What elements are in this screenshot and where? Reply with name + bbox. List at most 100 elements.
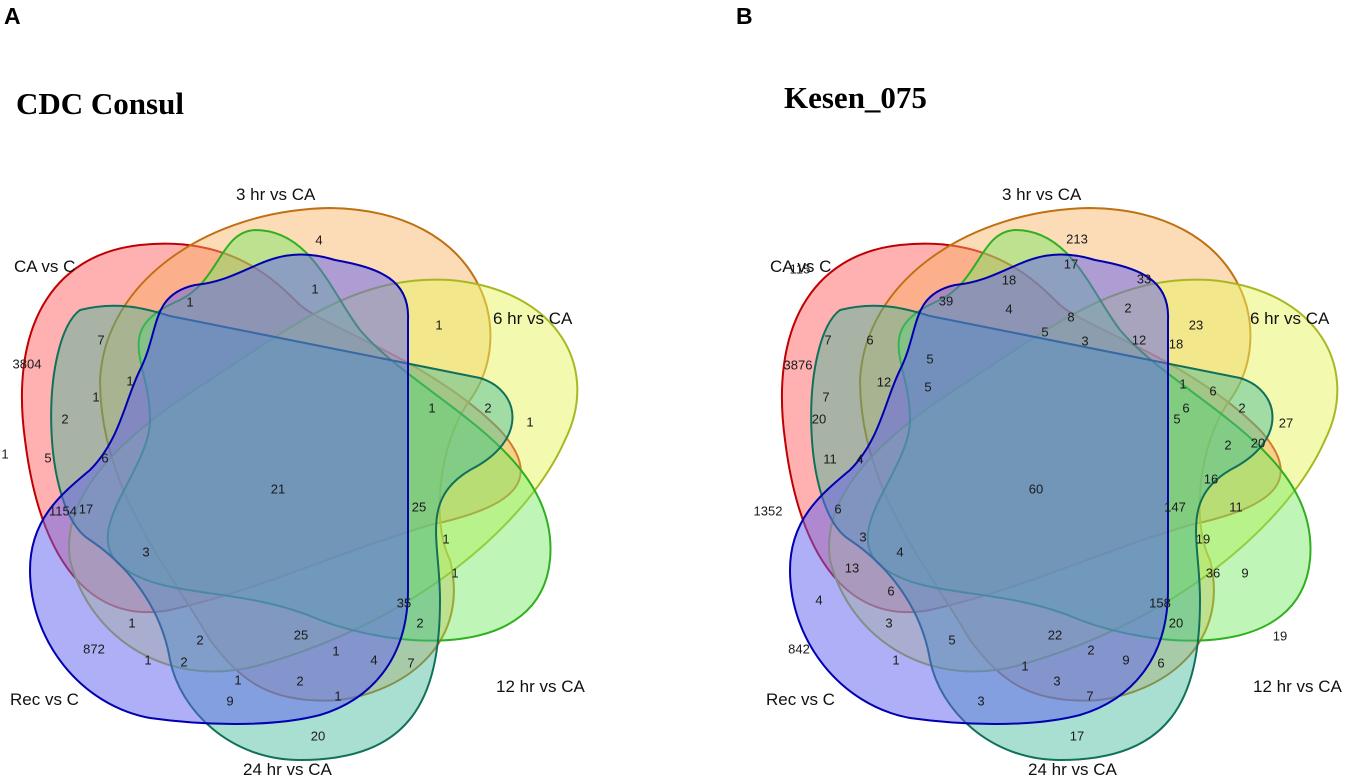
- region-count-a: 5: [44, 450, 51, 465]
- set-label-3hr-b: 3 hr vs CA: [1002, 185, 1082, 204]
- region-count-b: 2: [1224, 437, 1231, 452]
- region-count-a: 2: [61, 411, 68, 426]
- region-count-b: 23: [1189, 317, 1203, 332]
- set-label-24hr-b: 24 hr vs CA: [1028, 760, 1117, 779]
- region-count-a: 35: [397, 595, 411, 610]
- region-count-b: 22: [1048, 627, 1062, 642]
- region-count-b: 6: [866, 332, 873, 347]
- region-count-a: 1: [334, 688, 341, 703]
- region-count-b: 5: [1041, 324, 1048, 339]
- region-count-b: 4: [815, 592, 822, 607]
- set-label-24hr-a: 24 hr vs CA: [243, 760, 332, 779]
- region-count-a: 1: [186, 294, 193, 309]
- region-count-b: 5: [926, 351, 933, 366]
- region-count-a: 1: [92, 389, 99, 404]
- region-count-b: 115: [790, 261, 811, 276]
- region-count-b: 6: [887, 583, 894, 598]
- set-label-3hr-a: 3 hr vs CA: [236, 185, 316, 204]
- region-count-b: 27: [1279, 415, 1293, 430]
- region-count-b: 3: [1081, 333, 1088, 348]
- region-count-a: 17: [79, 501, 93, 516]
- region-count-b: 11: [1229, 499, 1243, 514]
- region-count-b: 19: [1273, 628, 1287, 643]
- set-label-ca-vs-c-b: CA vs C: [770, 257, 831, 276]
- panel-letter-b: B: [736, 3, 753, 29]
- region-count-b: 5: [924, 379, 931, 394]
- region-count-a: 21: [271, 481, 285, 496]
- region-count-a: 9: [226, 693, 233, 708]
- region-count-a: 2: [180, 654, 187, 669]
- set-label-6hr-b: 6 hr vs CA: [1250, 309, 1330, 328]
- region-count-b: 17: [1070, 728, 1084, 743]
- region-count-a: 2: [296, 673, 303, 688]
- region-count-b: 2: [1087, 642, 1094, 657]
- region-count-a: 7: [97, 332, 104, 347]
- region-count-b: 3: [1053, 673, 1060, 688]
- region-count-b: 6: [1209, 383, 1216, 398]
- region-count-a: 1: [234, 672, 241, 687]
- region-count-b: 18: [1002, 272, 1016, 287]
- region-count-b: 12: [877, 374, 891, 389]
- region-count-a: 1: [526, 414, 533, 429]
- region-count-a: 1: [126, 373, 133, 388]
- region-count-b: 158: [1149, 595, 1171, 610]
- region-count-b: 1352: [754, 503, 783, 518]
- region-count-a: 7: [407, 655, 414, 670]
- region-count-b: 4: [856, 451, 863, 466]
- region-count-a: 1: [311, 281, 318, 296]
- region-count-a: 3804: [13, 356, 42, 371]
- region-count-b: 33: [1137, 271, 1151, 286]
- region-count-a: 2: [416, 615, 423, 630]
- region-count-b: 2: [1124, 300, 1131, 315]
- region-count-a: 1: [442, 531, 449, 546]
- region-count-a: 4: [315, 232, 322, 247]
- region-count-b: 7: [824, 332, 831, 347]
- set-label-rec-a: Rec vs C: [10, 690, 79, 709]
- region-count-b: 13: [845, 560, 859, 575]
- region-count-a: 1: [332, 643, 339, 658]
- region-count-b: 5: [1173, 411, 1180, 426]
- region-count-b: 9: [1122, 652, 1129, 667]
- region-count-b: 842: [788, 641, 810, 656]
- set-label-rec-b: Rec vs C: [766, 690, 835, 709]
- region-count-a: 25: [294, 627, 308, 642]
- region-count-a: 6: [101, 450, 108, 465]
- set-label-ca-vs-c-a: CA vs C: [14, 257, 75, 276]
- region-count-b: 16: [1204, 471, 1218, 486]
- region-count-b: 36: [1206, 565, 1220, 580]
- region-count-a: 1154: [49, 503, 77, 518]
- region-count-b: 17: [1064, 256, 1078, 271]
- region-count-b: 6: [1157, 655, 1164, 670]
- region-count-a: 4: [370, 652, 377, 667]
- region-count-b: 8: [1067, 309, 1074, 324]
- region-count-b: 5: [948, 632, 955, 647]
- region-count-b: 1: [1021, 658, 1028, 673]
- region-count-a: 1: [428, 400, 435, 415]
- region-count-b: 20: [812, 411, 826, 426]
- region-count-b: 11: [823, 451, 837, 466]
- panel-letter-a: A: [4, 3, 21, 29]
- region-count-a: 872: [83, 641, 105, 656]
- region-count-b: 20: [1251, 435, 1265, 450]
- region-count-a: 1: [144, 652, 151, 667]
- region-count-b: 19: [1196, 531, 1210, 546]
- panel-b: B Kesen_075 CA vs C 3 hr vs CA 6 hr vs C…: [736, 3, 1342, 779]
- region-count-b: 2: [1238, 400, 1245, 415]
- region-count-a: 1: [435, 317, 442, 332]
- region-count-b: 7: [822, 389, 829, 404]
- panel-title-a: CDC Consul: [16, 86, 184, 121]
- region-count-b: 39: [939, 293, 953, 308]
- panel-title-b: Kesen_075: [784, 80, 927, 115]
- region-count-b: 6: [1182, 400, 1189, 415]
- region-count-b: 6: [834, 501, 841, 516]
- region-count-b: 3876: [784, 357, 813, 372]
- region-count-b: 4: [1005, 301, 1012, 316]
- region-count-b: 9: [1241, 565, 1248, 580]
- region-count-b: 1: [892, 652, 899, 667]
- region-count-b: 4: [896, 544, 903, 559]
- region-count-b: 60: [1029, 481, 1043, 496]
- region-count-b: 20: [1169, 615, 1183, 630]
- region-count-a: 1: [451, 565, 458, 580]
